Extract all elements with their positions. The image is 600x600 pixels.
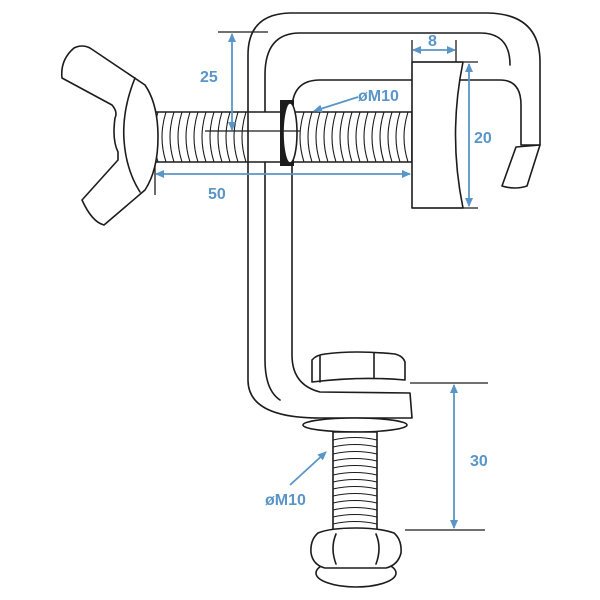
wing-nut (60, 45, 159, 226)
thread-size-top-label: øM10 (358, 88, 399, 105)
dimension-25-label: 25 (200, 69, 218, 86)
extension-lines (154, 31, 488, 531)
dimension-25: 25 (200, 33, 236, 131)
dimension-8-label: 8 (428, 33, 437, 50)
thread-callout-top: øM10 (313, 88, 399, 113)
bolt-threads-lower (332, 436, 378, 525)
hex-nut-bottom (310, 527, 402, 588)
dimension-30-label: 30 (470, 453, 488, 470)
c-hook-frame (247, 12, 541, 419)
dimension-8: 8 (412, 33, 456, 54)
dimension-30: 30 (450, 384, 488, 529)
thread-callout-bottom: øM10 (265, 451, 327, 509)
bolt-threads (153, 111, 409, 163)
mounting-bolt (332, 431, 378, 531)
dimension-20-label: 20 (474, 130, 492, 147)
pressure-plate (411, 61, 464, 209)
washer (302, 417, 408, 433)
dimension-50-label: 50 (208, 186, 226, 203)
dimension-50: 50 (155, 170, 411, 203)
hex-nut-top (311, 351, 406, 383)
dimension-20: 20 (465, 63, 492, 207)
threaded-bolt (149, 100, 413, 166)
thread-size-bottom-label: øM10 (265, 492, 306, 509)
